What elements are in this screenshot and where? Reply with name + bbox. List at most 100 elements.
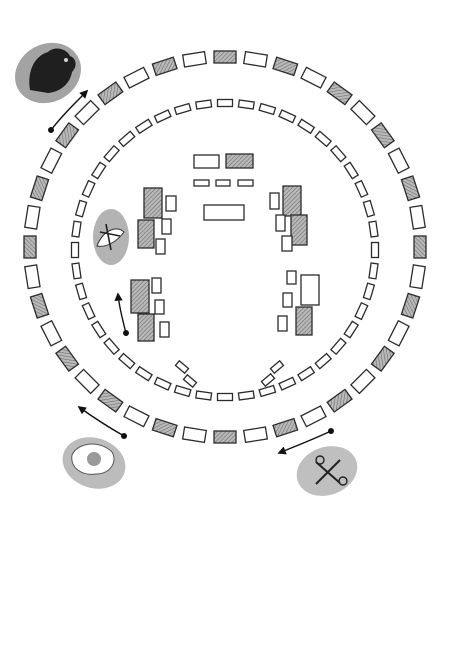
- outer-ring-block: [74, 99, 101, 126]
- outer-ring-block: [54, 345, 80, 373]
- center-blocks: [193, 153, 254, 221]
- inner-ring-block: [81, 301, 96, 321]
- inner-ring-block: [278, 376, 297, 391]
- outer-ring-block: [181, 426, 208, 444]
- inner-ring-block: [296, 365, 316, 382]
- inner-ring-block: [258, 102, 277, 116]
- inner-ring-block: [368, 262, 379, 280]
- inner-ring-block: [195, 390, 213, 401]
- inner-ring-block: [153, 376, 172, 391]
- inner-ring-block: [314, 130, 333, 148]
- arrow-egg: [77, 406, 127, 439]
- inner-ring-block: [74, 282, 88, 301]
- inner-ring-block: [216, 392, 234, 402]
- outer-ring-block: [54, 121, 80, 149]
- outer-ring-block: [123, 405, 150, 428]
- inner-ring-block: [103, 144, 121, 163]
- egg-icon[interactable]: [56, 429, 132, 496]
- outer-ring-block: [272, 417, 299, 438]
- inner-ring-block: [354, 179, 369, 199]
- outer-ring-block: [326, 81, 353, 106]
- inner-ring-block: [70, 241, 80, 259]
- outer-ring-block: [242, 426, 269, 444]
- inner-ring: [70, 98, 380, 402]
- inner-ring-block: [237, 390, 255, 401]
- block: [155, 238, 166, 255]
- outer-ring-block: [300, 405, 327, 428]
- block: [282, 292, 293, 308]
- inner-ring-block: [90, 320, 107, 339]
- scissors-icon[interactable]: [290, 438, 365, 504]
- right-upper-blocks: [269, 185, 308, 252]
- outer-ring-block: [370, 121, 396, 149]
- block: [137, 219, 155, 249]
- block: [269, 192, 280, 210]
- block: [281, 235, 293, 252]
- inner-ring-block: [343, 161, 360, 180]
- inner-ring-block: [362, 199, 376, 218]
- outer-ring-block: [300, 66, 327, 89]
- inner-ring-block: [71, 262, 82, 280]
- block: [130, 279, 150, 314]
- block: [182, 373, 198, 389]
- block: [295, 306, 313, 336]
- left-lower-blocks: [130, 277, 170, 342]
- inner-ring-block: [117, 130, 136, 148]
- outer-ring-block: [40, 147, 63, 175]
- block: [300, 274, 320, 306]
- block: [290, 214, 308, 246]
- inner-ring-block: [90, 161, 107, 180]
- outer-ring-block: [29, 175, 50, 202]
- block: [143, 187, 163, 219]
- inner-ring-block: [74, 199, 88, 218]
- outer-ring-block: [242, 50, 269, 68]
- inner-ring-block: [296, 118, 316, 135]
- outer-ring-block: [123, 66, 150, 89]
- inner-ring-block: [173, 384, 192, 398]
- inner-ring-block: [153, 109, 172, 124]
- inner-ring-block: [134, 118, 154, 135]
- bear-icon[interactable]: [4, 31, 91, 114]
- outer-ring-block: [400, 175, 421, 202]
- outer-ring-block: [23, 235, 37, 259]
- outer-ring-block: [387, 147, 410, 175]
- inner-ring-block: [278, 109, 297, 124]
- inner-ring-block: [195, 99, 213, 110]
- outer-ring-block: [74, 368, 101, 395]
- inner-ring-block: [134, 365, 154, 382]
- outer-ring-block: [400, 292, 421, 319]
- center-block: [225, 153, 254, 169]
- block: [165, 195, 177, 212]
- bottom-inner-blocks: [174, 359, 285, 389]
- inner-ring-block: [81, 179, 96, 199]
- inner-ring-block: [173, 102, 192, 116]
- block: [137, 313, 155, 342]
- inner-ring-block: [117, 352, 136, 370]
- block: [275, 214, 286, 232]
- inner-ring-block: [329, 144, 347, 163]
- outer-ring-block: [409, 264, 426, 290]
- center-block: [193, 179, 210, 187]
- outer-ring-block: [349, 368, 376, 395]
- inner-ring-block: [354, 301, 369, 321]
- center-block: [203, 204, 245, 221]
- inner-ring-block: [314, 352, 333, 370]
- block: [161, 218, 172, 235]
- inner-ring-block: [237, 99, 255, 110]
- outer-ring-block: [409, 204, 426, 230]
- block: [277, 315, 288, 332]
- fish-icon[interactable]: [93, 209, 129, 265]
- block: [282, 185, 302, 217]
- inner-ring-block: [216, 98, 234, 108]
- arrow-fish: [114, 292, 129, 336]
- block: [174, 359, 190, 375]
- outer-ring-block: [24, 204, 41, 230]
- outer-ring-block: [349, 99, 376, 126]
- block: [154, 299, 165, 315]
- block: [286, 270, 297, 285]
- outer-ring-block: [272, 56, 299, 77]
- center-block: [237, 179, 254, 187]
- inner-ring-block: [343, 320, 360, 339]
- inner-ring-block: [368, 220, 379, 238]
- arrow-bear: [48, 89, 89, 133]
